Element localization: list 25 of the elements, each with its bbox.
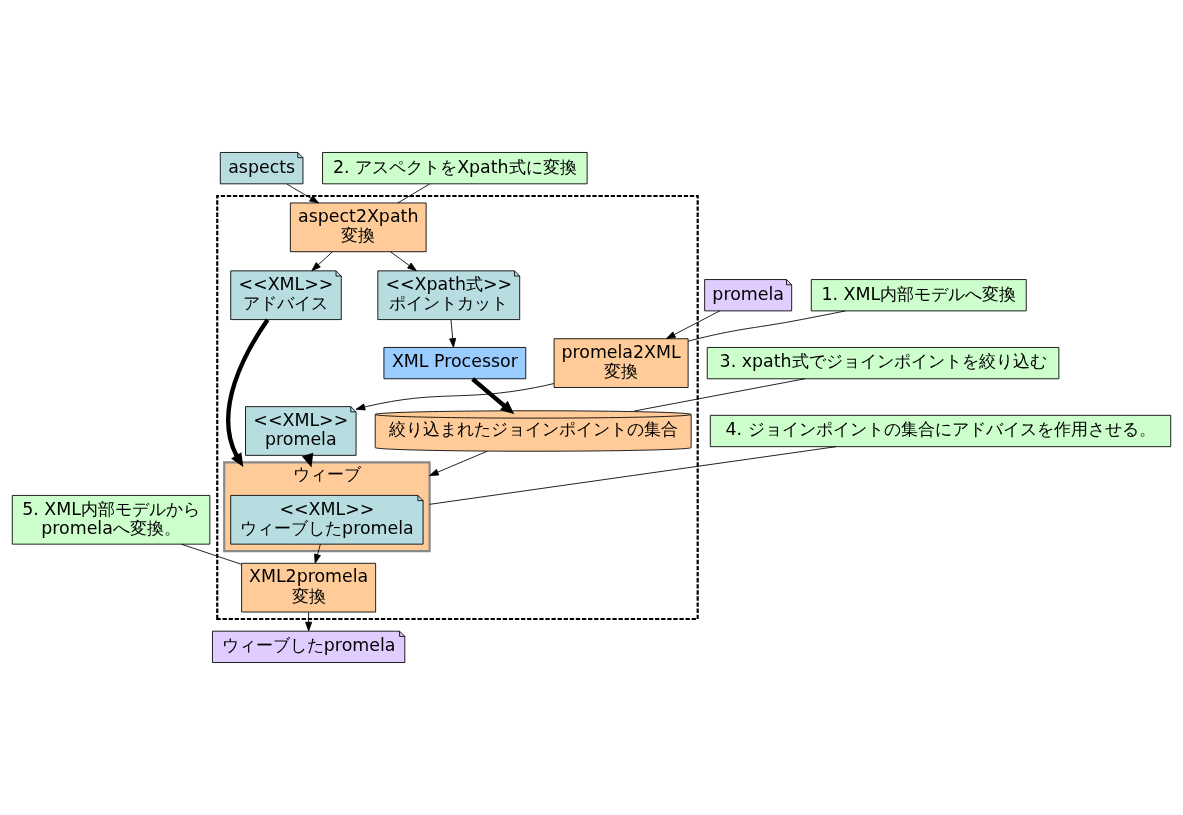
arrow bbox=[314, 543, 321, 564]
arrow bbox=[311, 251, 333, 272]
arrow bbox=[305, 611, 313, 632]
node-box: aspect2Xpath 変換 bbox=[289, 202, 427, 253]
arrow bbox=[389, 251, 417, 272]
arrow bbox=[355, 383, 555, 411]
connector bbox=[180, 543, 242, 565]
connector bbox=[429, 446, 837, 505]
arrow bbox=[449, 319, 457, 348]
arrow bbox=[226, 318, 270, 467]
node-box: promela2XML 変換 bbox=[553, 338, 689, 388]
node-box: XML2promela 変換 bbox=[241, 562, 377, 613]
node-box: 5. XML内部モデルから promelaへ変換。 bbox=[11, 494, 211, 545]
arrow bbox=[429, 450, 488, 476]
connector bbox=[397, 183, 431, 204]
connector bbox=[633, 378, 806, 412]
arrow bbox=[286, 183, 320, 204]
node-box: 2. アスペクトをXpath式に変換 bbox=[322, 152, 588, 185]
node-box: 3. xpath式でジョインポイントを絞り込む bbox=[706, 347, 1060, 380]
node-box: XML Processor bbox=[383, 347, 527, 380]
node-box: 4. ジョインポイントの集合にアドバイスを作用させる。 bbox=[709, 414, 1172, 448]
node-box: 1. XML内部モデルへ変換 bbox=[810, 279, 1027, 312]
arrow bbox=[666, 310, 721, 340]
connector bbox=[687, 310, 846, 342]
arrow bbox=[471, 377, 515, 415]
